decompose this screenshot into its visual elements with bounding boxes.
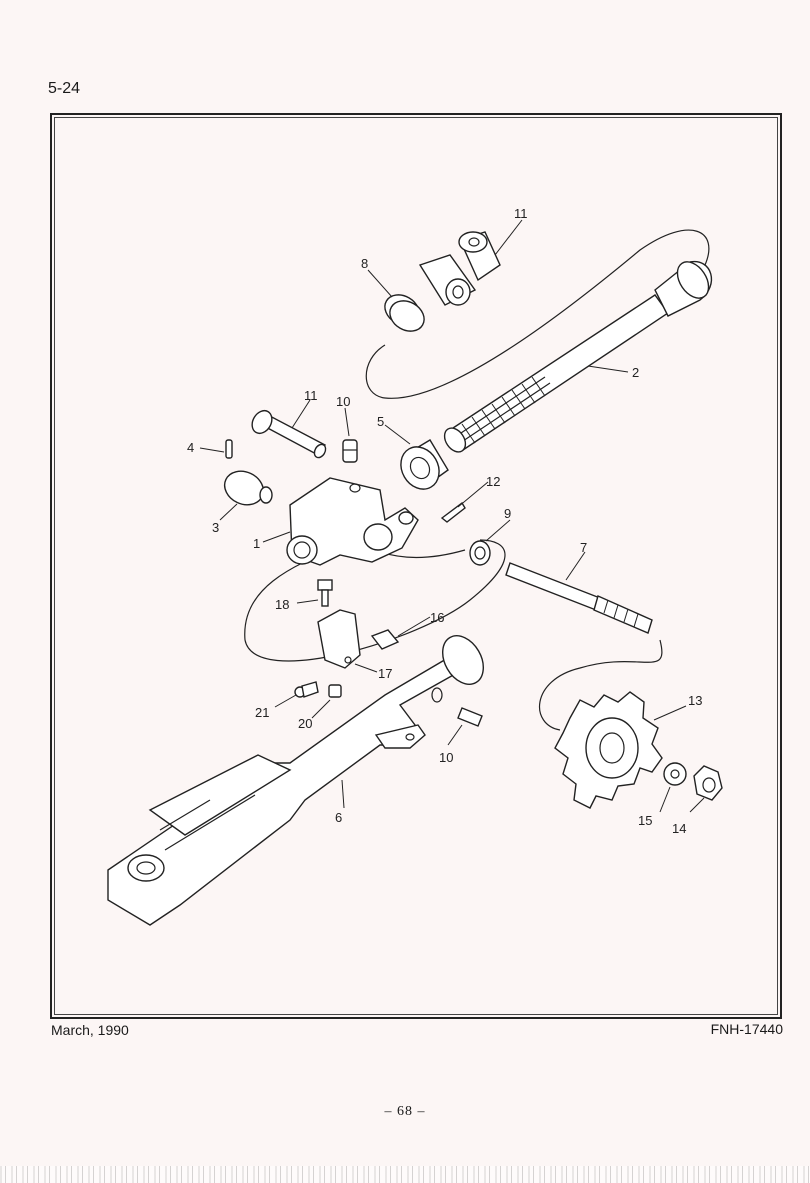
part-9-washer bbox=[469, 540, 491, 566]
part-15-nut bbox=[693, 765, 723, 801]
callout-8: 8 bbox=[361, 256, 368, 271]
callout-17: 16 bbox=[430, 610, 444, 625]
part-19-bolt bbox=[317, 579, 333, 607]
page-number: – 68 – bbox=[384, 1104, 426, 1119]
part-16-washer bbox=[663, 762, 687, 786]
callout-7: 7 bbox=[580, 540, 587, 555]
callout-12: 11 bbox=[304, 388, 318, 403]
callout-9: 9 bbox=[504, 506, 511, 521]
part-4-roll-pin bbox=[225, 439, 233, 459]
page-section-id: 5-24 bbox=[48, 80, 81, 97]
callout-labels: 11 8 2 11 10 5 4 12 9 3 1 7 18 16 17 21 … bbox=[187, 206, 702, 836]
diagram-frame bbox=[50, 113, 782, 1019]
part-10-grease-nipple-lower bbox=[457, 707, 483, 727]
callout-5: 5 bbox=[377, 414, 384, 429]
part-12-pin bbox=[251, 409, 327, 459]
callout-13: 12 bbox=[486, 474, 500, 489]
callout-16: 15 bbox=[638, 813, 652, 828]
callout-10-lower: 10 bbox=[439, 750, 453, 765]
footer-doc-number: FNH-17440 bbox=[710, 1021, 783, 1037]
part-10-grease-nipple-upper bbox=[342, 439, 358, 463]
callout-20: 20 bbox=[298, 716, 312, 731]
callout-18: 17 bbox=[378, 666, 392, 681]
callout-19: 18 bbox=[275, 597, 289, 612]
callout-14: 13 bbox=[688, 693, 702, 708]
callout-15: 14 bbox=[672, 821, 686, 836]
part-8-cap bbox=[384, 294, 425, 332]
callout-1: 1 bbox=[253, 536, 260, 551]
part-13-clip bbox=[440, 501, 466, 523]
callout-6: 6 bbox=[335, 810, 342, 825]
callout-4: 4 bbox=[187, 440, 194, 455]
part-1-housing bbox=[286, 477, 419, 566]
part-2-threaded-rod bbox=[443, 261, 713, 453]
part-17-plate bbox=[370, 629, 400, 650]
callout-3: 3 bbox=[212, 520, 219, 535]
callout-2: 2 bbox=[632, 365, 639, 380]
part-14-gear bbox=[554, 691, 663, 809]
callout-10-upper: 10 bbox=[336, 394, 350, 409]
footer-date: March, 1990 bbox=[51, 1022, 129, 1038]
part-20-nut bbox=[328, 684, 342, 698]
part-7-splined-shaft bbox=[505, 562, 653, 634]
part-18-bracket bbox=[317, 609, 361, 669]
scan-artifact-bar bbox=[0, 1166, 810, 1183]
part-6-lift-rod bbox=[107, 635, 484, 926]
callout-21: 21 bbox=[255, 705, 269, 720]
part-21-bolt bbox=[294, 681, 319, 698]
part-5-bushing bbox=[400, 439, 449, 490]
part-3-cone bbox=[223, 470, 273, 506]
callout-11: 11 bbox=[514, 206, 528, 221]
part-11-swivel bbox=[418, 231, 501, 306]
